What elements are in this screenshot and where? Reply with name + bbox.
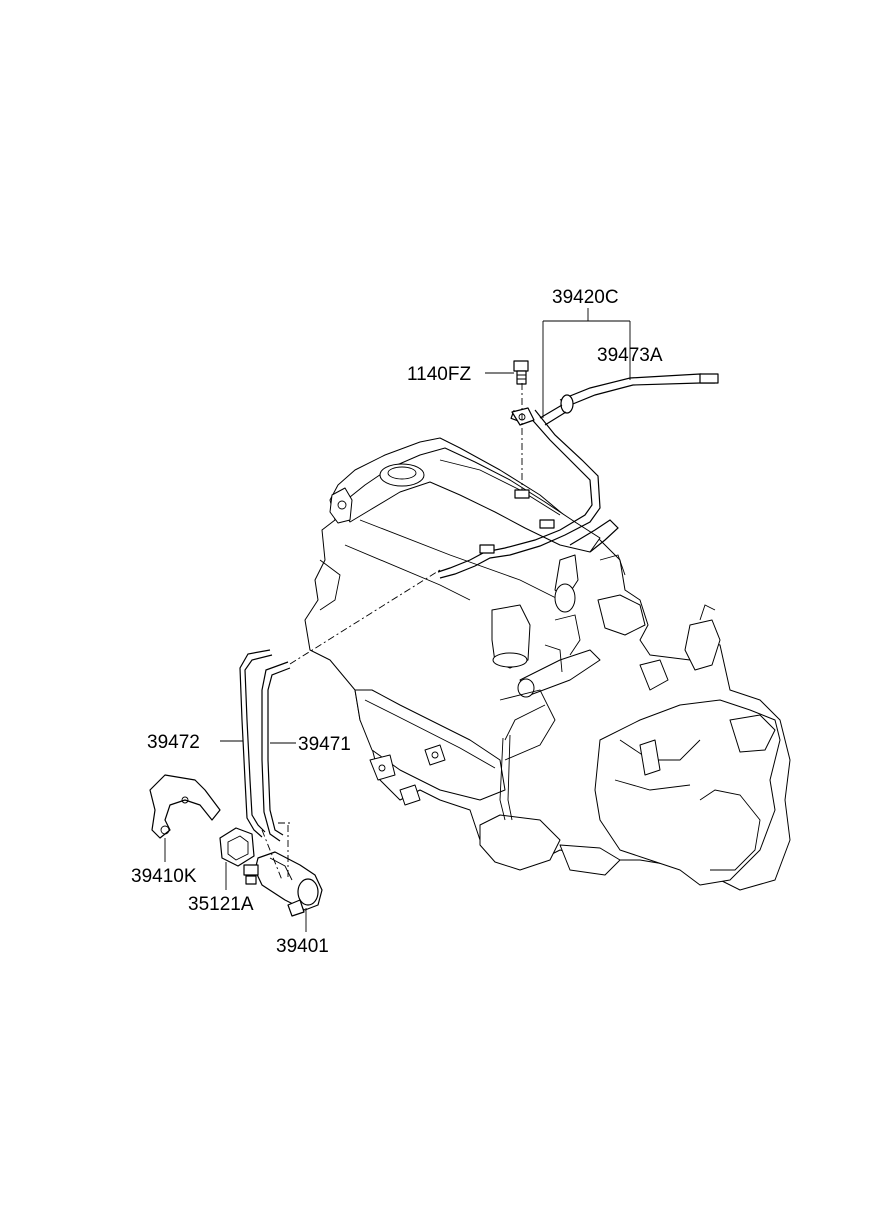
label-1140fz: 1140FZ: [407, 364, 471, 385]
label-39401: 39401: [276, 936, 329, 957]
bolt-1140fz: [513, 360, 529, 385]
breather-tube-assembly: [437, 373, 719, 579]
label-39473a: 39473A: [597, 345, 663, 366]
insulator-35121a: [219, 827, 255, 867]
label-39471: 39471: [298, 734, 351, 755]
vacuum-hoses: [239, 649, 291, 842]
engine-assembly: [304, 437, 791, 891]
label-35121a: 35121A: [188, 894, 254, 915]
bracket-39410k: [149, 774, 221, 839]
label-39410k: 39410K: [131, 866, 197, 887]
assembly-dash-lines: [261, 383, 523, 881]
label-39472: 39472: [147, 732, 200, 753]
leader-lines: [164, 308, 631, 932]
solenoid-valve-39401: [243, 851, 323, 917]
label-39420c: 39420C: [552, 287, 619, 308]
